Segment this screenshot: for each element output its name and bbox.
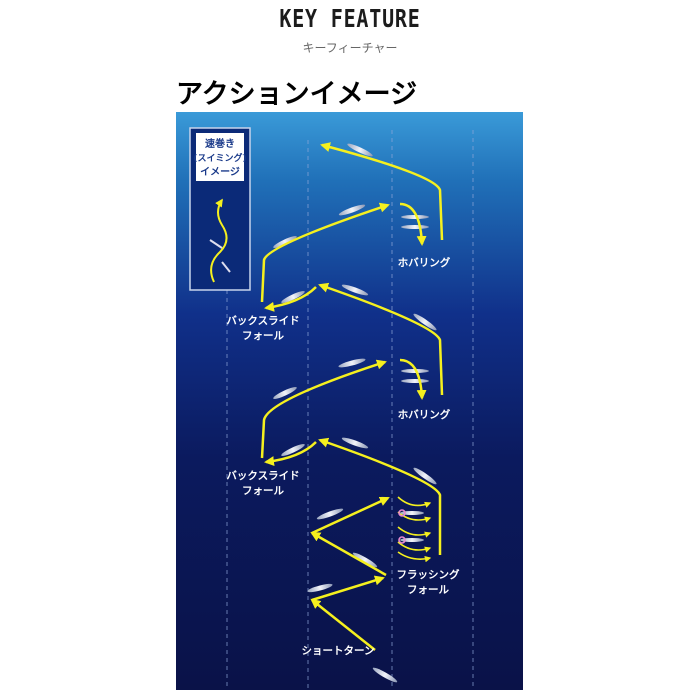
label-backslide-1a: バックスライド (226, 315, 299, 327)
label-backslide-2b: フォール (242, 485, 284, 497)
label-flashing-b: フォール (407, 584, 449, 596)
label-hovering-2: ホバリング (398, 408, 451, 421)
action-illustration: 速巻き (スイミング) イメージ ホバリング バックスライド フォール ホバリン… (176, 112, 523, 690)
label-hovering-1: ホバリング (398, 256, 451, 269)
section-title: アクションイメージ (176, 79, 418, 110)
action-labels: ホバリング バックスライド フォール ホバリング バックスライド フォール フラ… (226, 256, 460, 657)
inset-swimming-box: 速巻き (スイミング) イメージ (189, 127, 251, 291)
inset-line3: イメージ (200, 166, 240, 178)
key-feature-heading: KEY FEATURE (279, 4, 421, 33)
inset-line2: (スイミング) (193, 152, 246, 164)
label-backslide-1b: フォール (242, 330, 284, 342)
flashing-sparkles (397, 496, 432, 563)
key-feature-subtitle: キーフィーチャー (302, 41, 398, 55)
label-flashing-a: フラッシング (397, 568, 460, 581)
motion-arrows (260, 142, 444, 651)
depth-guides (226, 130, 474, 690)
label-backslide-2a: バックスライド (226, 470, 299, 482)
inset-line1: 速巻き (205, 137, 235, 150)
label-short-turn: ショートターン (302, 645, 375, 657)
